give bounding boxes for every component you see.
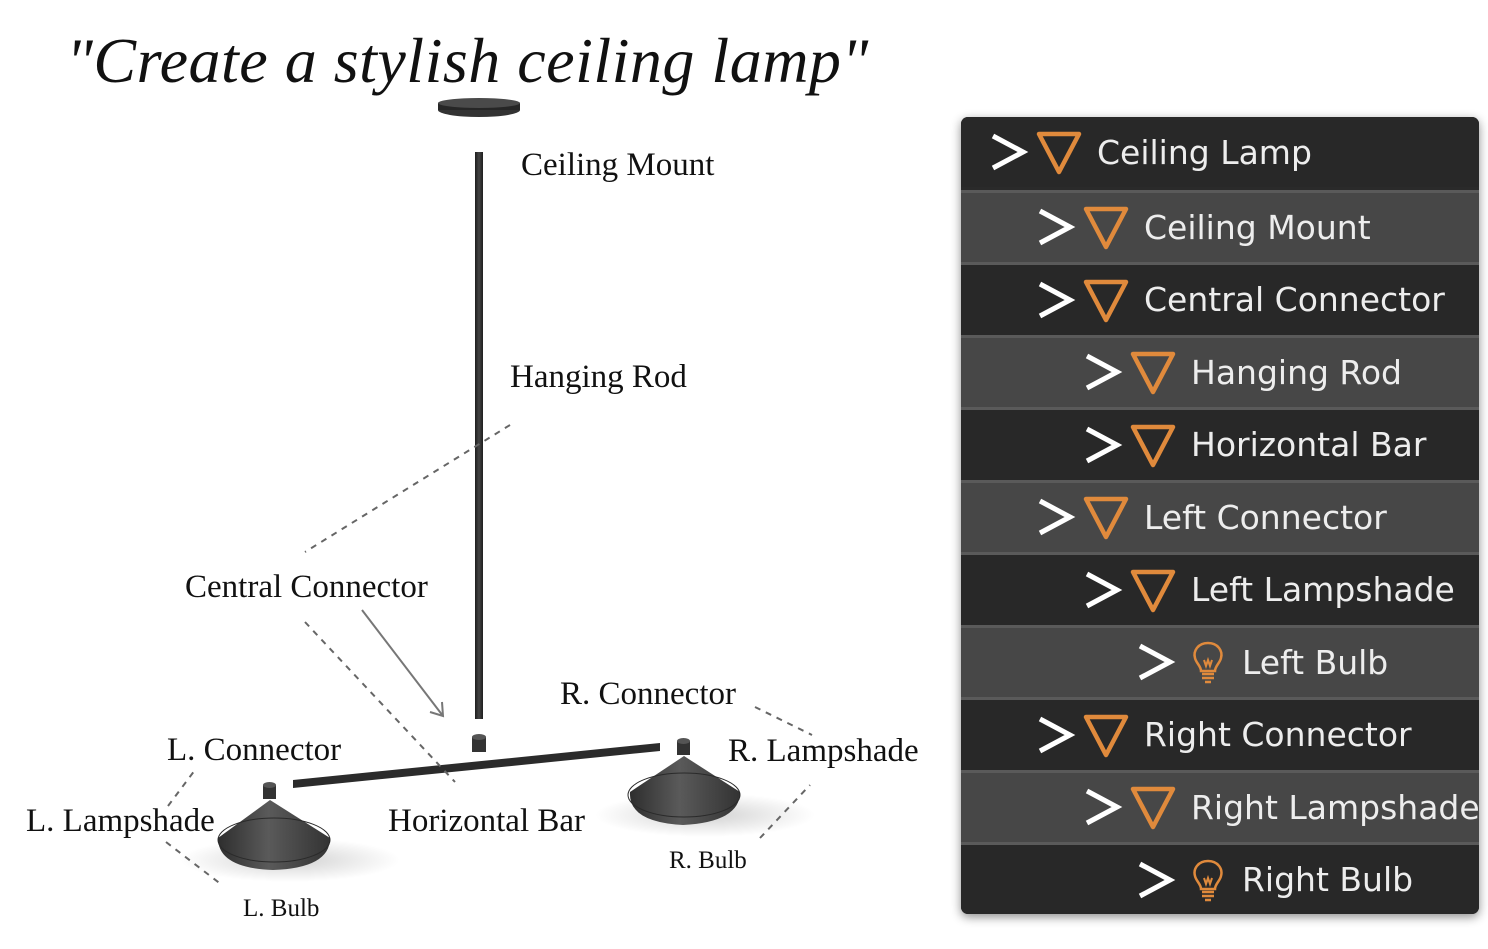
label-l-lampshade: L. Lampshade xyxy=(26,803,215,839)
tree-row-label: Ceiling Lamp xyxy=(1097,132,1312,172)
tree-row[interactable]: Ceiling Mount xyxy=(961,189,1479,262)
tree-row-label: Left Lampshade xyxy=(1191,570,1455,610)
tree-row-label: Left Bulb xyxy=(1242,642,1389,682)
label-r-connector: R. Connector xyxy=(560,676,736,712)
tree-row[interactable]: Ceiling Lamp xyxy=(961,117,1479,187)
horizontal-bar-leader xyxy=(304,621,456,783)
tree-row[interactable]: Right Lampshade xyxy=(961,769,1479,842)
chevron-right-icon[interactable] xyxy=(1081,350,1125,394)
chevron-right-icon[interactable] xyxy=(987,130,1031,174)
cone-icon xyxy=(1083,497,1129,540)
chevron-right-icon[interactable] xyxy=(1081,423,1125,467)
tree-row[interactable]: Horizontal Bar xyxy=(961,407,1479,480)
left-connector-shape xyxy=(263,782,276,799)
tree-row[interactable]: Right Connector xyxy=(961,697,1479,770)
cone-icon xyxy=(1130,787,1176,830)
cone-icon xyxy=(1083,279,1129,322)
tree-row[interactable]: Left Lampshade xyxy=(961,552,1479,625)
tree-row[interactable]: Central Connector xyxy=(961,262,1479,335)
bulb-icon xyxy=(1193,859,1223,901)
chevron-right-icon[interactable] xyxy=(1034,713,1078,757)
horizontal-bar-shape xyxy=(293,743,660,788)
prompt-title: "Create a stylish ceiling lamp" xyxy=(66,25,869,96)
tree-row-label: Ceiling Mount xyxy=(1144,207,1371,247)
cone-icon xyxy=(1130,424,1176,467)
chevron-right-icon[interactable] xyxy=(1081,568,1125,612)
tree-row-label: Right Connector xyxy=(1144,715,1412,755)
tree-row[interactable]: Hanging Rod xyxy=(961,334,1479,407)
central-connector-arrow xyxy=(361,609,445,718)
chevron-right-icon[interactable] xyxy=(1081,785,1125,829)
tree-row-label: Central Connector xyxy=(1144,280,1445,320)
chevron-right-icon[interactable] xyxy=(1034,205,1078,249)
chevron-right-icon[interactable] xyxy=(1134,858,1178,902)
chevron-right-icon[interactable] xyxy=(1134,640,1178,684)
chevron-right-icon[interactable] xyxy=(1034,495,1078,539)
label-r-bulb: R. Bulb xyxy=(669,847,747,874)
central-connector-shape xyxy=(472,734,486,752)
cone-icon xyxy=(1130,352,1176,395)
r-bulb-leader xyxy=(759,784,811,839)
label-hanging-rod: Hanging Rod xyxy=(510,359,687,395)
tree-row-label: Horizontal Bar xyxy=(1191,425,1427,465)
tree-row[interactable]: Left Bulb xyxy=(961,624,1479,697)
hanging-rod-leader xyxy=(304,424,511,553)
tree-row-label: Left Connector xyxy=(1144,497,1387,537)
cone-icon xyxy=(1083,714,1129,757)
lamp-scene xyxy=(165,98,815,886)
tree-row-label: Right Lampshade xyxy=(1191,787,1479,827)
bulb-icon xyxy=(1193,641,1223,684)
cone-icon xyxy=(1130,569,1176,612)
label-central-connector: Central Connector xyxy=(185,569,428,605)
label-ceiling-mount: Ceiling Mount xyxy=(521,147,715,183)
label-l-connector: L. Connector xyxy=(167,732,342,768)
l-lampshade-leader xyxy=(167,769,196,807)
hanging-rod-shape xyxy=(475,152,483,719)
right-lampshade-shape xyxy=(627,756,741,825)
label-horizontal-bar: Horizontal Bar xyxy=(388,803,586,839)
ceiling-mount-shape xyxy=(438,98,520,117)
cone-icon xyxy=(1083,207,1129,250)
tree-row-label: Right Bulb xyxy=(1242,860,1414,900)
r-connector-leader xyxy=(754,706,813,736)
label-r-lampshade: R. Lampshade xyxy=(728,733,919,769)
left-lampshade-shape xyxy=(217,800,331,870)
chevron-right-icon[interactable] xyxy=(1034,278,1078,322)
tree-row-label: Hanging Rod xyxy=(1191,352,1403,392)
tree-row[interactable]: Left Connector xyxy=(961,479,1479,552)
cone-icon xyxy=(1036,131,1082,175)
tree-row[interactable]: Right Bulb xyxy=(961,842,1479,914)
label-l-bulb: L. Bulb xyxy=(243,895,320,922)
right-connector-shape xyxy=(677,738,690,755)
